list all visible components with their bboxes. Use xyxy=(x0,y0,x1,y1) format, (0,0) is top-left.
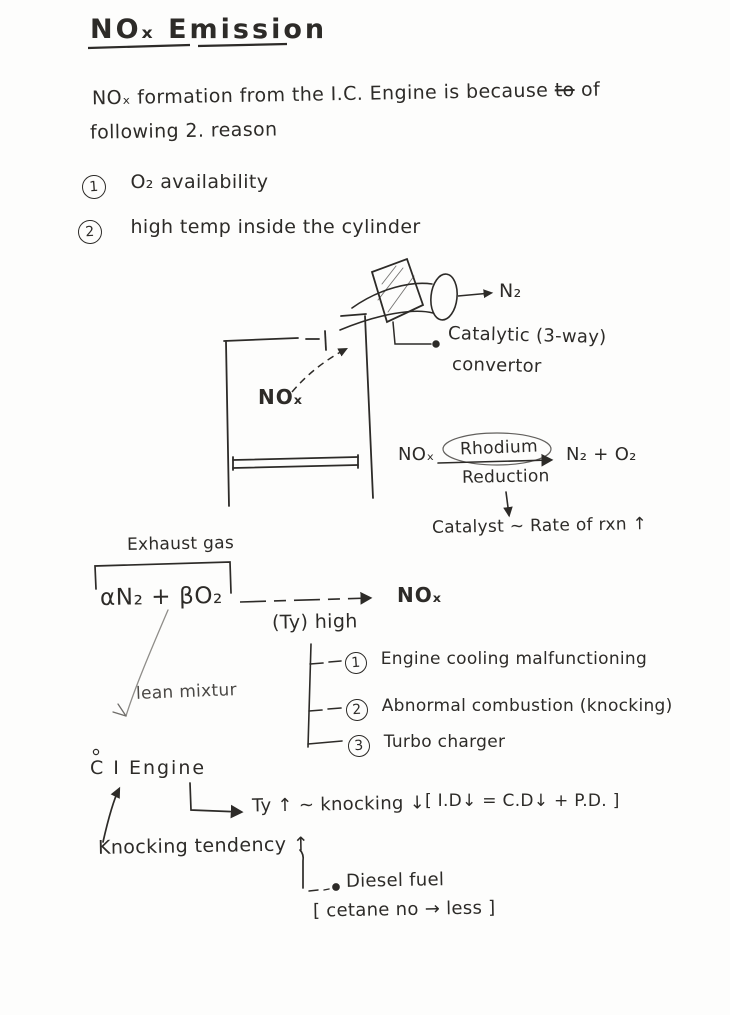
cause-1-text: Engine cooling malfunctioning xyxy=(380,649,648,669)
ignition-delay-equation: [ I.D↓ = C.D↓ + P.D. ] xyxy=(425,791,620,811)
lean-mixture-note: lean mixtur xyxy=(135,680,238,704)
cause-2-text: Abnormal combustion (knocking) xyxy=(381,696,673,716)
exhaust-gas-bracket xyxy=(94,561,232,594)
ci-engine-label: C I Engine xyxy=(90,757,207,779)
formation-condition: (Ty) high xyxy=(271,610,358,634)
causes-tree xyxy=(307,643,343,748)
converter-label-pointer xyxy=(392,321,440,348)
engine-cylinder-sketch xyxy=(223,313,374,507)
knocking-tendency-note: Knocking tendency ↑ xyxy=(97,833,310,859)
ci-engine-arrows xyxy=(92,748,340,892)
reason-2-number: 2 xyxy=(77,219,103,245)
reason-2-text: high temp inside the cylinder xyxy=(130,216,421,238)
reaction-process: Reduction xyxy=(461,466,550,488)
exhaust-pipe-sketch xyxy=(339,273,458,331)
reason-1-text: O₂ availability xyxy=(130,171,269,193)
intro-struck-word: to xyxy=(554,79,575,102)
lean-mixture-arrow xyxy=(112,609,169,717)
reaction-products: N₂ + O₂ xyxy=(566,444,637,465)
intro-line-1-post: of xyxy=(580,78,601,101)
reason-1-number: 1 xyxy=(81,174,107,200)
cause-item-1: 1 Engine cooling malfunctioning xyxy=(344,649,648,675)
catalytic-converter-sketch xyxy=(370,257,425,324)
cylinder-nox-label: NOₓ xyxy=(258,385,303,409)
knocking-relation: Ty ↑ ~ knocking ↓ xyxy=(251,792,426,817)
converter-label-line-1: Catalytic (3-way) xyxy=(447,323,607,348)
n2-label: N₂ xyxy=(499,280,522,302)
diesel-fuel-label: Diesel fuel xyxy=(345,869,445,892)
reduction-arrow xyxy=(437,432,554,518)
cause-1-number: 1 xyxy=(344,651,368,675)
cause-3-text: Turbo charger xyxy=(383,732,506,752)
cetane-number-note: [ cetane no → less ] xyxy=(312,897,496,922)
exhaust-gas-label: Exhaust gas xyxy=(126,533,235,555)
reason-item-1: 1 O₂ availability xyxy=(81,171,269,200)
title-underline xyxy=(87,42,288,50)
converter-label-line-2: convertor xyxy=(451,353,542,378)
cause-item-2: 2 Abnormal combustion (knocking) xyxy=(345,696,673,722)
catalyst-rate-note: Catalyst ~ Rate of rxn ↑ xyxy=(431,514,648,538)
page-title: NOₓ Emission xyxy=(90,14,328,45)
formation-arrow xyxy=(239,591,373,605)
cause-3-number: 3 xyxy=(347,734,371,758)
formation-lhs: αN₂ + βO₂ xyxy=(99,582,224,612)
intro-line-2: following 2. reason xyxy=(89,118,278,144)
reason-item-2: 2 high temp inside the cylinder xyxy=(77,216,421,245)
cause-2-number: 2 xyxy=(345,698,369,722)
nox-escape-arrow xyxy=(291,347,348,393)
formation-rhs: NOₓ xyxy=(397,583,442,607)
n2-out-arrow xyxy=(457,289,494,299)
cause-item-3: 3 Turbo charger xyxy=(347,732,506,758)
reaction-reactant: NOₓ xyxy=(398,444,435,465)
reaction-catalyst: Rhodium xyxy=(459,436,539,460)
